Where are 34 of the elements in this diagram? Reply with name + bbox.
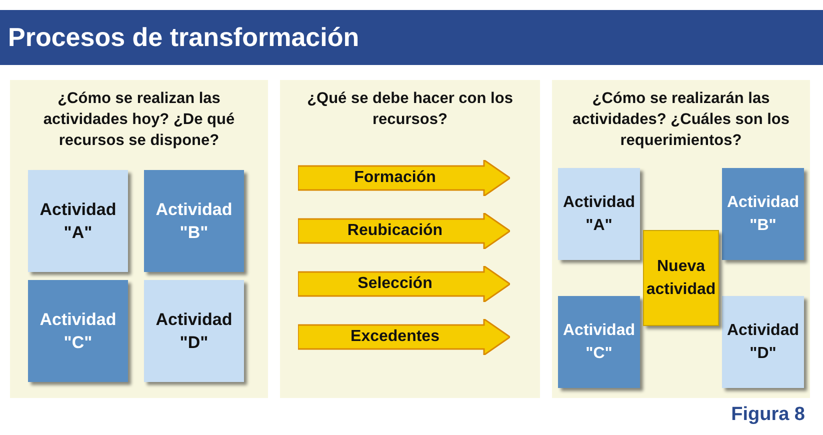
diagram-title: Procesos de transformación <box>0 10 823 65</box>
panel-heading: ¿Qué se debe hacer con los recursos? <box>306 89 514 130</box>
activity-box <box>558 296 640 388</box>
panel <box>10 80 268 398</box>
activity-box <box>144 280 244 382</box>
panel <box>552 80 810 398</box>
activity-box <box>28 170 128 272</box>
arrow-shape <box>298 213 510 249</box>
box-label: Actividad "A" <box>38 199 118 244</box>
panel-heading: ¿Cómo se realizan las actividades hoy? ¿De qué recursos se dispone? <box>42 89 236 151</box>
box-label: Actividad "A" <box>562 193 636 236</box>
arrow-shape <box>298 319 510 355</box>
panel <box>280 80 540 398</box>
activity-box <box>558 168 640 260</box>
activity-box <box>722 296 804 388</box>
box-label: Nueva actividad <box>645 257 717 300</box>
box-label: Actividad "D" <box>154 309 234 354</box>
arrow-label: Reubicación <box>347 222 443 240</box>
arrow-label: Selección <box>358 275 432 293</box>
box-label: Actividad "B" <box>726 193 800 236</box>
arrow-shape <box>298 160 510 196</box>
arrow-label: Excedentes <box>350 328 440 346</box>
arrow-shape <box>298 266 510 302</box>
box-label: Actividad "C" <box>562 321 636 364</box>
box-label: Actividad "B" <box>154 199 234 244</box>
panel-heading: ¿Cómo se realizarán las actividades? ¿Cuáles son los requerimientos? <box>571 89 791 151</box>
activity-box <box>28 280 128 382</box>
box-label: Actividad "D" <box>726 321 800 364</box>
figure-caption: Figura 8 <box>731 404 805 426</box>
activity-box <box>144 170 244 272</box>
arrow-label: Formación <box>354 169 436 187</box>
activity-box <box>643 230 719 326</box>
box-label: Actividad "C" <box>38 309 118 354</box>
activity-box <box>722 168 804 260</box>
